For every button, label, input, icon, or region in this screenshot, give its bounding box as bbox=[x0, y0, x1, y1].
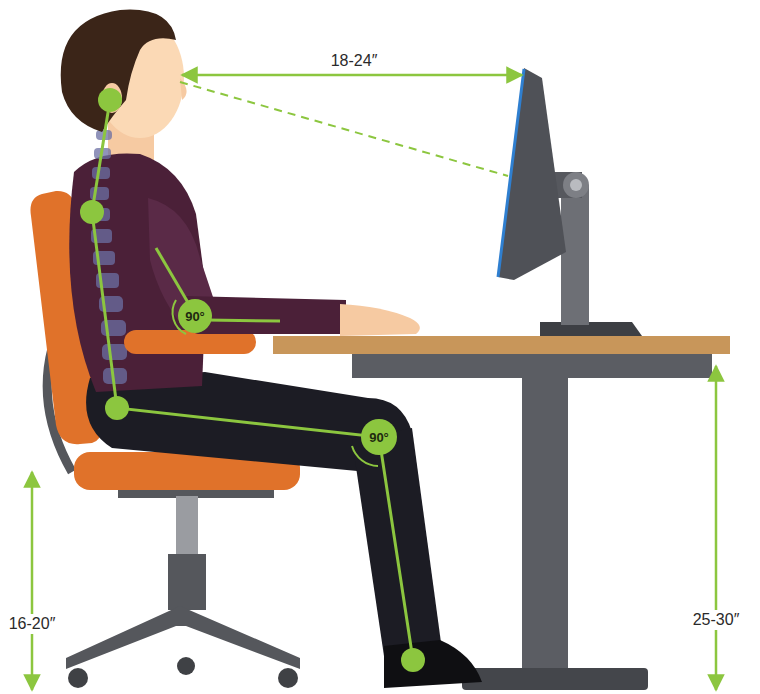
dimension-arrow bbox=[31, 472, 34, 690]
gas-cylinder bbox=[168, 554, 206, 610]
dimension-label: 25-30″ bbox=[690, 610, 743, 630]
person bbox=[61, 10, 482, 688]
shoe bbox=[384, 640, 482, 688]
chair-wheel bbox=[68, 668, 88, 688]
vertebra bbox=[92, 167, 110, 179]
alignment-line bbox=[92, 100, 413, 660]
joint-dot bbox=[105, 396, 129, 420]
joint-dot bbox=[80, 200, 104, 224]
vertebra bbox=[102, 344, 127, 360]
desk-leg bbox=[522, 376, 568, 670]
hand bbox=[340, 304, 420, 336]
desk-foot bbox=[462, 668, 648, 690]
monitor-screen bbox=[498, 69, 524, 277]
alignment-guide bbox=[80, 88, 425, 672]
dimensions bbox=[32, 75, 716, 690]
angle-badge: 90° bbox=[361, 419, 397, 455]
angle-value: 90° bbox=[361, 419, 397, 455]
chair-wheel bbox=[177, 657, 195, 675]
desk bbox=[273, 336, 730, 690]
angle-value: 90° bbox=[178, 299, 212, 333]
angle-badge: 90° bbox=[178, 299, 212, 333]
desk-apron bbox=[352, 352, 712, 378]
dimension-arrow bbox=[715, 366, 718, 690]
dimension-label: 18-24″ bbox=[328, 51, 381, 71]
monitor-stand bbox=[561, 185, 589, 325]
angle-line bbox=[156, 248, 190, 306]
lower-leg bbox=[352, 428, 442, 656]
dimension-arrow bbox=[182, 74, 522, 77]
joint-dot bbox=[98, 88, 122, 112]
dimension-label: 16-20″ bbox=[6, 614, 59, 634]
angle-line bbox=[206, 320, 280, 321]
hair bbox=[61, 10, 176, 132]
monitor-joint-cap bbox=[570, 179, 582, 191]
monitor-base bbox=[540, 322, 642, 336]
monitor-joint bbox=[563, 172, 589, 198]
sight-line bbox=[180, 82, 508, 176]
joint-dot bbox=[401, 648, 425, 672]
monitor-body bbox=[498, 68, 566, 280]
badge-circle bbox=[361, 419, 397, 455]
desk-top bbox=[273, 336, 730, 354]
chair-stem bbox=[176, 496, 198, 556]
monitor bbox=[498, 68, 642, 336]
badge-circle bbox=[178, 299, 212, 333]
chair-wheel bbox=[278, 668, 298, 688]
